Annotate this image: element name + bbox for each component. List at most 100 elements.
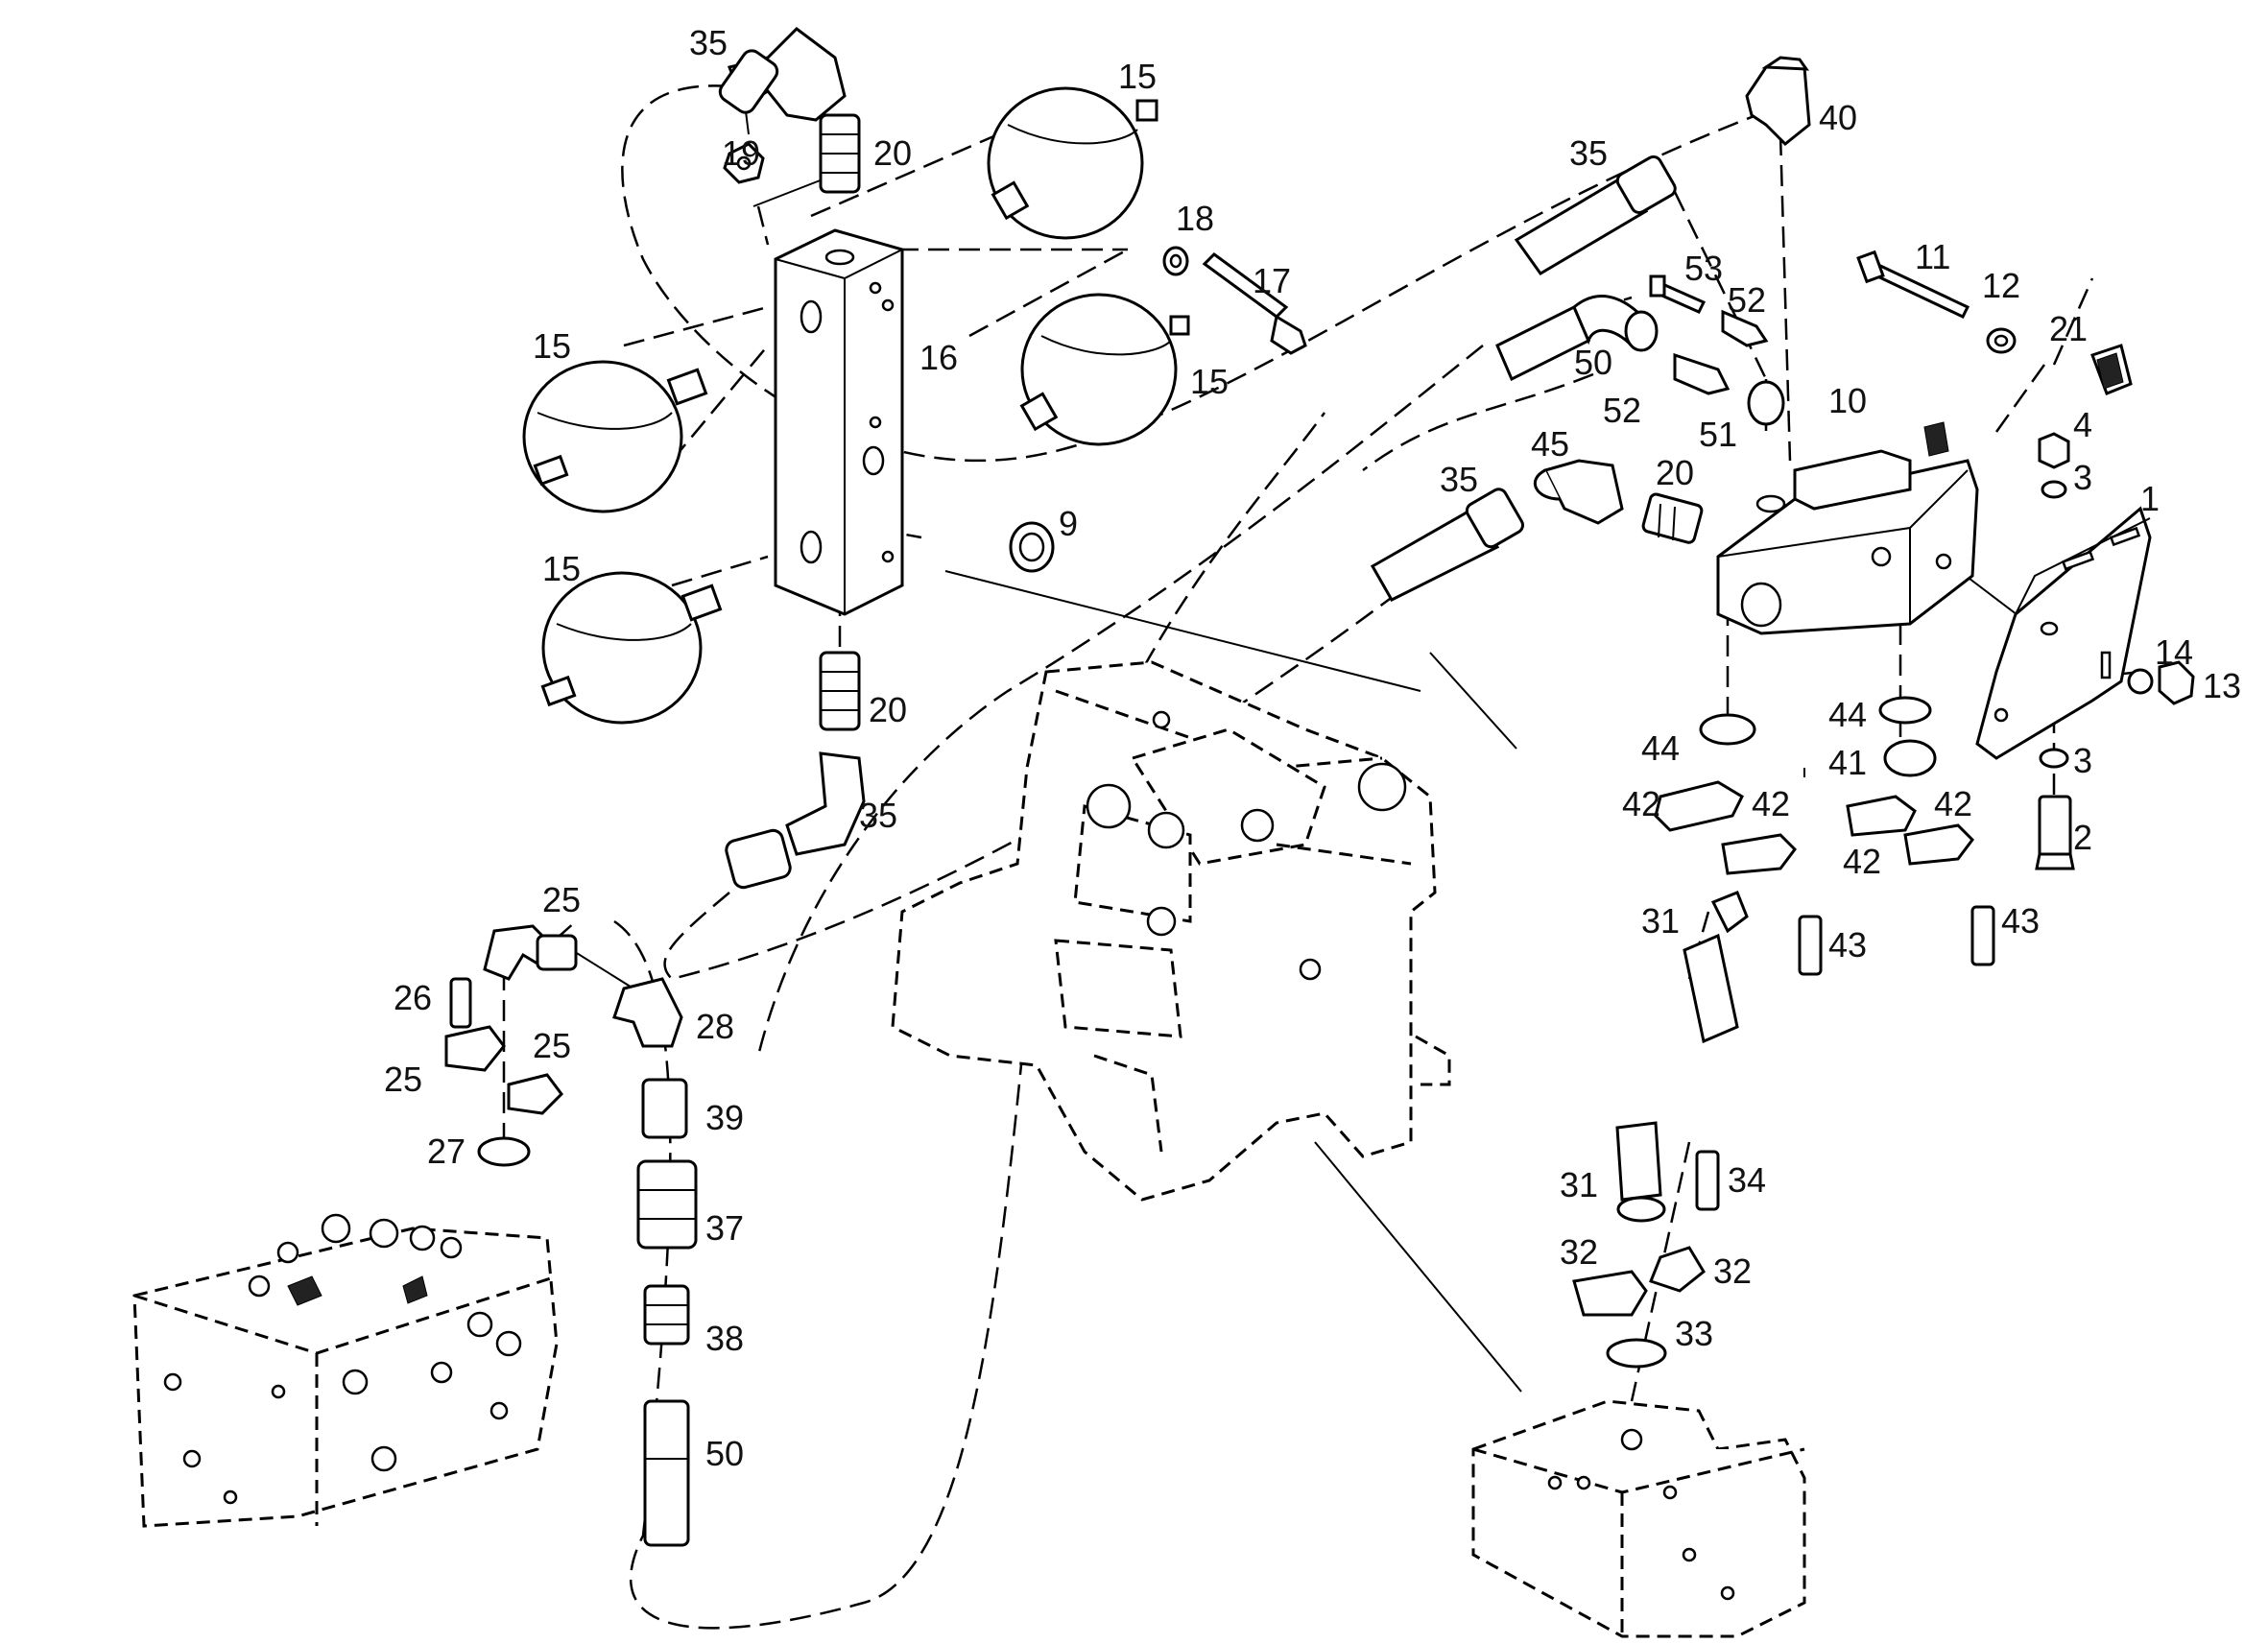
flange-halves-32 — [1572, 1246, 1706, 1317]
label-31-bottom: 31 — [1560, 1165, 1598, 1204]
label-32-left: 32 — [1560, 1232, 1598, 1272]
label-52-bottom: 52 — [1603, 391, 1641, 430]
washer-12 — [1986, 327, 2017, 354]
label-51: 51 — [1699, 415, 1737, 454]
label-35-middle: 35 — [1440, 460, 1478, 499]
label-1: 1 — [2140, 479, 2160, 518]
label-37: 37 — [705, 1208, 744, 1248]
label-35-bottom: 35 — [859, 796, 897, 835]
flange-halves-25 — [444, 1025, 563, 1115]
label-52-top: 52 — [1728, 280, 1766, 320]
elbow-hose-35-top — [718, 27, 847, 122]
loader-frame — [891, 660, 1451, 1202]
label-4: 4 — [2073, 405, 2092, 444]
washer-3-bolt-2 — [2035, 748, 2075, 870]
label-15-right: 15 — [1190, 362, 1229, 401]
label-18: 18 — [1176, 199, 1214, 238]
label-15-bottom: 15 — [542, 549, 581, 588]
nipple-38 — [643, 1284, 690, 1346]
oring-51 — [1747, 380, 1785, 426]
label-9: 9 — [1059, 504, 1078, 543]
label-15-left: 15 — [533, 326, 571, 366]
elbow-40 — [1745, 56, 1811, 147]
label-42-c: 42 — [1934, 784, 1972, 823]
label-3-bottom: 3 — [2073, 741, 2092, 780]
connector-21 — [2090, 344, 2133, 395]
label-25-right: 25 — [533, 1026, 571, 1065]
label-50-bottom: 50 — [705, 1434, 744, 1473]
bolts-43 — [1798, 905, 1995, 976]
washer-14-nut-13 — [2127, 660, 2195, 705]
nipple-20-top — [819, 113, 861, 194]
label-42-b: 42 — [1752, 784, 1790, 823]
accumulator-mid-right — [1019, 293, 1190, 446]
label-43-left: 43 — [1828, 925, 1867, 965]
accumulator-top-right — [987, 86, 1158, 240]
label-19: 19 — [722, 133, 760, 173]
label-44-left: 44 — [1641, 728, 1680, 768]
label-43-right: 43 — [2001, 901, 2040, 941]
bolt-26 — [449, 977, 472, 1029]
bolt-11 — [1856, 250, 1970, 319]
label-50-top: 50 — [1574, 343, 1612, 382]
label-3-top: 3 — [2073, 458, 2092, 497]
bracket-1 — [1975, 506, 2152, 760]
orings-44 — [1699, 696, 1932, 746]
label-25-top: 25 — [542, 880, 581, 919]
nipple-39 — [641, 1078, 688, 1139]
label-26: 26 — [394, 978, 432, 1017]
label-11: 11 — [1915, 237, 1950, 276]
hose-35-middle — [1370, 488, 1524, 602]
hose-31-lower — [1615, 1121, 1666, 1223]
bolt-34 — [1695, 1150, 1720, 1211]
nipple-20-middle — [1641, 492, 1704, 544]
bolt-53 — [1649, 274, 1707, 314]
label-28: 28 — [696, 1007, 734, 1046]
label-20-bottom: 20 — [869, 690, 907, 729]
hose-50-lower — [643, 1399, 690, 1547]
elbow-25 — [483, 924, 578, 981]
label-25-left: 25 — [384, 1060, 422, 1099]
hose-35-upper-right — [1514, 155, 1677, 275]
label-35-top: 35 — [689, 23, 728, 62]
label-45: 45 — [1531, 424, 1569, 464]
label-12: 12 — [1982, 266, 2020, 305]
label-31-top: 31 — [1641, 901, 1680, 941]
label-10: 10 — [1828, 381, 1867, 420]
elbow-45 — [1533, 459, 1624, 525]
lower-right-block — [1471, 1399, 1806, 1638]
control-valve-block — [132, 1213, 559, 1528]
label-2: 2 — [2073, 818, 2092, 857]
part-labels: 35 15 19 20 40 35 18 17 53 52 11 12 21 1… — [384, 23, 2241, 1473]
label-21: 21 — [2049, 309, 2088, 348]
flange-halves-42-left — [1654, 780, 1797, 875]
label-39: 39 — [705, 1098, 744, 1137]
label-13: 13 — [2203, 666, 2241, 705]
coupling-37 — [636, 1159, 698, 1250]
label-16: 16 — [919, 338, 958, 377]
oring-27 — [477, 1136, 531, 1167]
bolt-17 — [1202, 252, 1307, 355]
elbow-28 — [612, 977, 683, 1048]
flange-halves-42-right — [1846, 795, 1974, 866]
plug-41 — [1883, 739, 1937, 777]
plug-9 — [1009, 521, 1055, 573]
label-34: 34 — [1728, 1160, 1766, 1200]
label-27: 27 — [427, 1132, 466, 1171]
label-41: 41 — [1828, 743, 1867, 782]
label-20-middle: 20 — [1656, 453, 1694, 492]
elbow-hose-35-bottom — [725, 751, 866, 890]
label-53: 53 — [1684, 249, 1723, 288]
nut-19 — [723, 142, 765, 184]
label-33: 33 — [1675, 1314, 1713, 1353]
valve-body-10 — [1716, 421, 1979, 635]
hose-31-upper — [1683, 891, 1749, 1044]
label-32-right: 32 — [1713, 1251, 1752, 1291]
label-15-top: 15 — [1118, 57, 1157, 96]
label-44-right: 44 — [1828, 695, 1867, 734]
elbow-hose-50-upper — [1495, 295, 1659, 382]
label-20-top: 20 — [873, 133, 912, 173]
label-42-d: 42 — [1843, 842, 1881, 881]
